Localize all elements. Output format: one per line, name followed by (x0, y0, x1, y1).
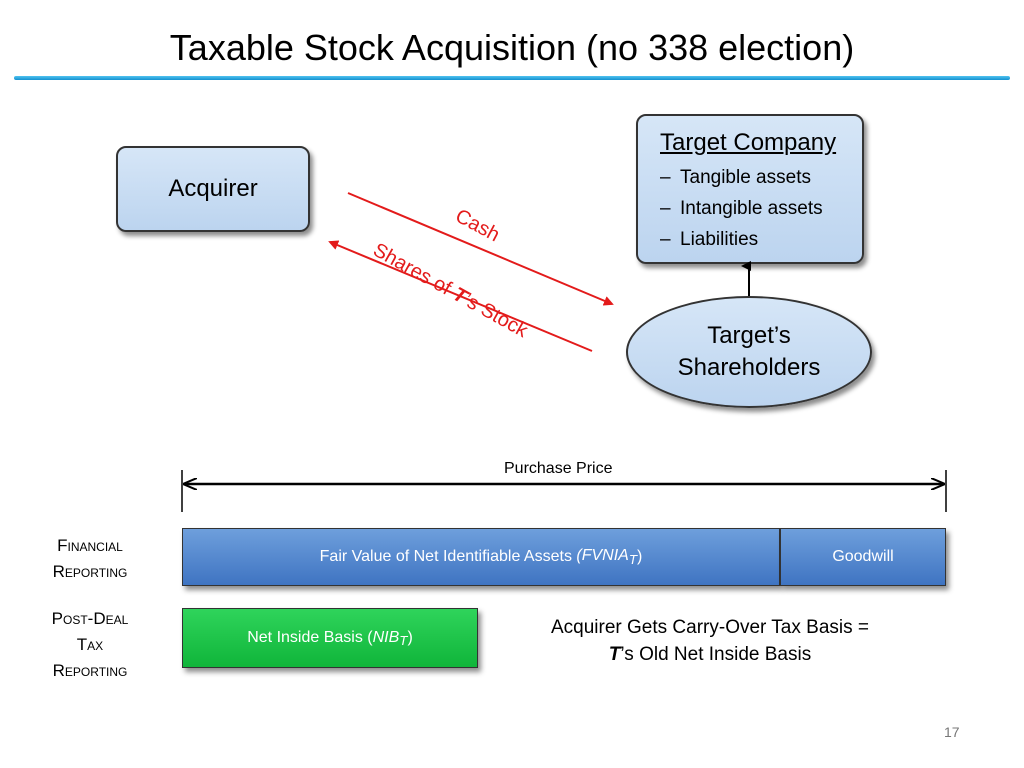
goodwill-bar: Goodwill (780, 528, 946, 586)
dash-mark: – (660, 167, 671, 188)
acquirer-box: Acquirer (116, 146, 310, 232)
title-underline (14, 76, 1010, 80)
target-item-liabilities: –Liabilities (660, 224, 862, 255)
slide-title: Taxable Stock Acquisition (no 338 electi… (169, 27, 855, 68)
page-number: 17 (944, 724, 960, 740)
post-deal-tax-reporting-label: Post-Deal Tax Reporting (51, 609, 129, 680)
fvnia-bar: Fair Value of Net Identifiable Assets (F… (182, 528, 780, 586)
dash-mark: – (660, 198, 671, 219)
shares-arrow (328, 240, 593, 352)
target-company-box: Target Company –Tangible assets –Intangi… (636, 114, 864, 264)
purchase-price-label: Purchase Price (504, 460, 613, 477)
shareholders-line2: Shareholders (677, 354, 821, 381)
cash-arrow (347, 192, 614, 306)
shareholders-line1: Target’s (707, 322, 791, 349)
target-shareholders-ellipse: Target’s Shareholders (626, 296, 872, 408)
acquirer-label: Acquirer (168, 175, 258, 202)
dash-mark: – (660, 229, 671, 250)
target-item-intangible: –Intangible assets (660, 193, 862, 224)
target-item-tangible: –Tangible assets (660, 162, 862, 193)
financial-reporting-label: Financial Reporting (52, 536, 128, 581)
target-company-title: Target Company (660, 129, 837, 156)
carryover-text: Acquirer Gets Carry-Over Tax Basis = T’s… (551, 617, 869, 665)
